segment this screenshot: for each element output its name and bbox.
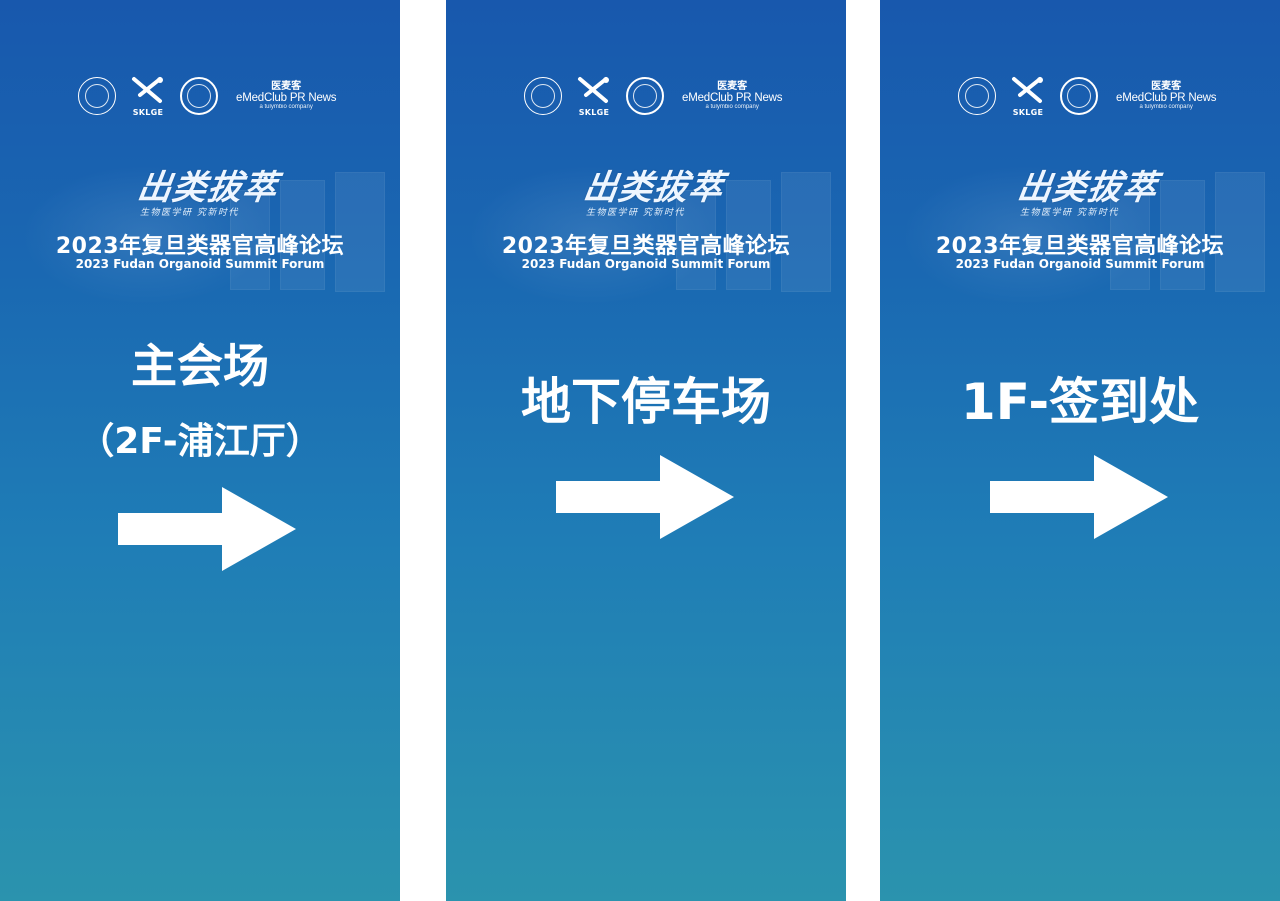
event-title-cn: 2023年复旦类器官高峰论坛 — [55, 234, 345, 259]
calligraphy-main: 出类拔萃 — [1014, 168, 1161, 208]
emedclub-logo: 医麦客 eMedClub PR News a tulymbio company — [682, 80, 783, 111]
emedclub-logo-cn: 医麦客 — [271, 80, 302, 92]
sklge-logo-text: SKLGE — [578, 108, 610, 117]
right-arrow-icon — [556, 455, 734, 539]
glass-pane-decoration — [280, 180, 325, 290]
fudan-university-logo — [78, 77, 116, 115]
emedclub-logo-cn: 医麦客 — [717, 80, 748, 92]
sponsor-logos: SKLGE 医麦客 eMedClub PR News a tulymbio co… — [78, 74, 337, 118]
emedclub-logo-en: eMedClub PR News — [1116, 92, 1217, 105]
institute-seal-logo — [626, 77, 664, 115]
right-arrow-icon — [118, 487, 296, 571]
calligraphy-sub: 生物医学研 究新时代 — [1020, 208, 1119, 218]
glass-pane-decoration — [676, 190, 716, 290]
emedclub-logo-en: eMedClub PR News — [236, 92, 337, 105]
fudan-university-logo — [958, 77, 996, 115]
calligraphy-sub: 生物医学研 究新时代 — [140, 208, 239, 218]
sklge-logo: SKLGE — [1006, 75, 1050, 117]
event-title-en: 2023 Fudan Organoid Summit Forum — [955, 257, 1205, 271]
glass-pane-decoration — [1110, 190, 1150, 290]
emedclub-logo: 医麦客 eMedClub PR News a tulymbio company — [1116, 80, 1217, 111]
emedclub-logo-en: eMedClub PR News — [682, 92, 783, 105]
calligraphy-slogan: 出类拔萃 生物医学研 究新时代 — [581, 160, 727, 218]
world-map-decoration — [20, 165, 270, 305]
world-map-decoration — [900, 165, 1150, 305]
sponsor-logos: SKLGE 医麦客 eMedClub PR News a tulymbio co… — [524, 74, 783, 118]
glass-pane-decoration — [1215, 172, 1265, 292]
emedclub-logo-sub: a tulymbio company — [1139, 104, 1193, 111]
signage-banner-checkin: SKLGE 医麦客 eMedClub PR News a tulymbio co… — [880, 0, 1280, 901]
event-title-cn: 2023年复旦类器官高峰论坛 — [935, 234, 1225, 259]
right-arrow-icon — [990, 455, 1168, 539]
emedclub-logo-sub: a tulymbio company — [259, 104, 313, 111]
emedclub-logo-cn: 医麦客 — [1151, 80, 1182, 92]
calligraphy-sub: 生物医学研 究新时代 — [586, 208, 685, 218]
glass-pane-decoration — [726, 180, 771, 290]
institute-seal-logo — [1060, 77, 1098, 115]
glass-pane-decoration — [781, 172, 831, 292]
fudan-university-logo — [524, 77, 562, 115]
institute-seal-logo — [180, 77, 218, 115]
calligraphy-main: 出类拔萃 — [580, 168, 727, 208]
sign-destination: 地下停车场 — [521, 373, 771, 431]
sign-destination-detail: （2F-浦江厅） — [78, 421, 322, 462]
sklge-logo: SKLGE — [572, 75, 616, 117]
sklge-logo-text: SKLGE — [1012, 108, 1044, 117]
calligraphy-slogan: 出类拔萃 生物医学研 究新时代 — [1015, 160, 1161, 218]
glass-pane-decoration — [230, 190, 270, 290]
calligraphy-main: 出类拔萃 — [134, 168, 281, 208]
sign-destination: 1F-签到处 — [960, 373, 1200, 431]
world-map-decoration — [466, 165, 716, 305]
sign-destination: 主会场 — [131, 339, 269, 393]
calligraphy-slogan: 出类拔萃 生物医学研 究新时代 — [135, 160, 281, 218]
sklge-logo: SKLGE — [126, 75, 170, 117]
signage-banner-main-hall: SKLGE 医麦客 eMedClub PR News a tulymbio co… — [0, 0, 400, 901]
event-title-en: 2023 Fudan Organoid Summit Forum — [75, 257, 325, 271]
emedclub-logo-sub: a tulymbio company — [705, 104, 759, 111]
signage-banner-parking: SKLGE 医麦客 eMedClub PR News a tulymbio co… — [446, 0, 846, 901]
sklge-logo-text: SKLGE — [132, 108, 164, 117]
glass-pane-decoration — [1160, 180, 1205, 290]
glass-pane-decoration — [335, 172, 385, 292]
event-title-en: 2023 Fudan Organoid Summit Forum — [521, 257, 771, 271]
sponsor-logos: SKLGE 医麦客 eMedClub PR News a tulymbio co… — [958, 74, 1217, 118]
event-title-cn: 2023年复旦类器官高峰论坛 — [501, 234, 791, 259]
emedclub-logo: 医麦客 eMedClub PR News a tulymbio company — [236, 80, 337, 111]
